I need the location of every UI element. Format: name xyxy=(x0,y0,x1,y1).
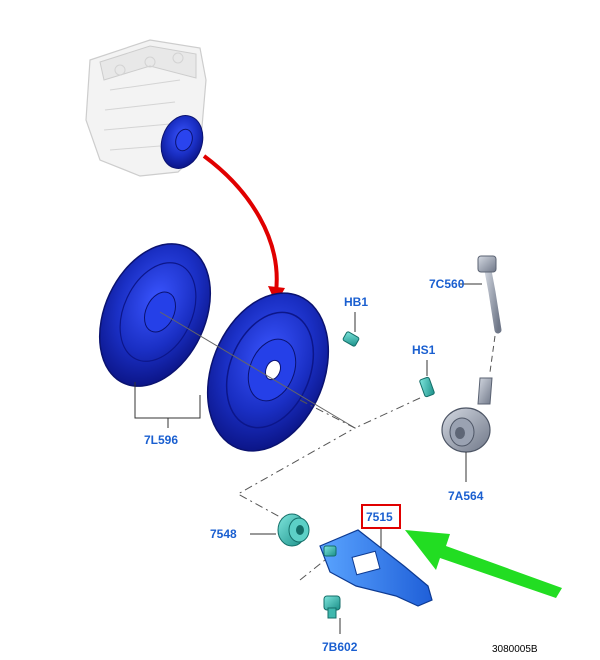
callout-7l596: 7L596 xyxy=(144,433,178,447)
callout-hb1: HB1 xyxy=(344,295,368,309)
callout-7c560: 7C560 xyxy=(429,277,465,291)
callout-7548: 7548 xyxy=(210,527,237,541)
callout-7b602: 7B602 xyxy=(322,640,358,654)
red-pointer-arrow xyxy=(202,154,285,304)
reference-number: 3080005B xyxy=(492,644,538,655)
mounted-clutch-illustration xyxy=(160,115,204,169)
callout-7515: 7515 xyxy=(366,510,393,524)
assembly-guide-lines xyxy=(236,397,421,581)
green-pointer-arrow xyxy=(405,530,562,598)
highlight-box-7515 xyxy=(361,504,401,529)
callout-hs1: HS1 xyxy=(412,343,436,357)
callout-7a564: 7A564 xyxy=(448,489,484,503)
assembly-axis-line xyxy=(159,311,356,429)
bolt-hs1-illustration xyxy=(419,360,435,398)
bolt-hb1-illustration xyxy=(342,312,360,347)
release-fork-illustration xyxy=(319,528,433,607)
pivot-stud-illustration xyxy=(323,595,341,634)
flywheel-group-bracket xyxy=(134,382,201,428)
hydraulic-line-illustration xyxy=(460,255,502,373)
release-bearing-illustration xyxy=(441,377,493,482)
pilot-bearing-illustration xyxy=(250,513,310,547)
